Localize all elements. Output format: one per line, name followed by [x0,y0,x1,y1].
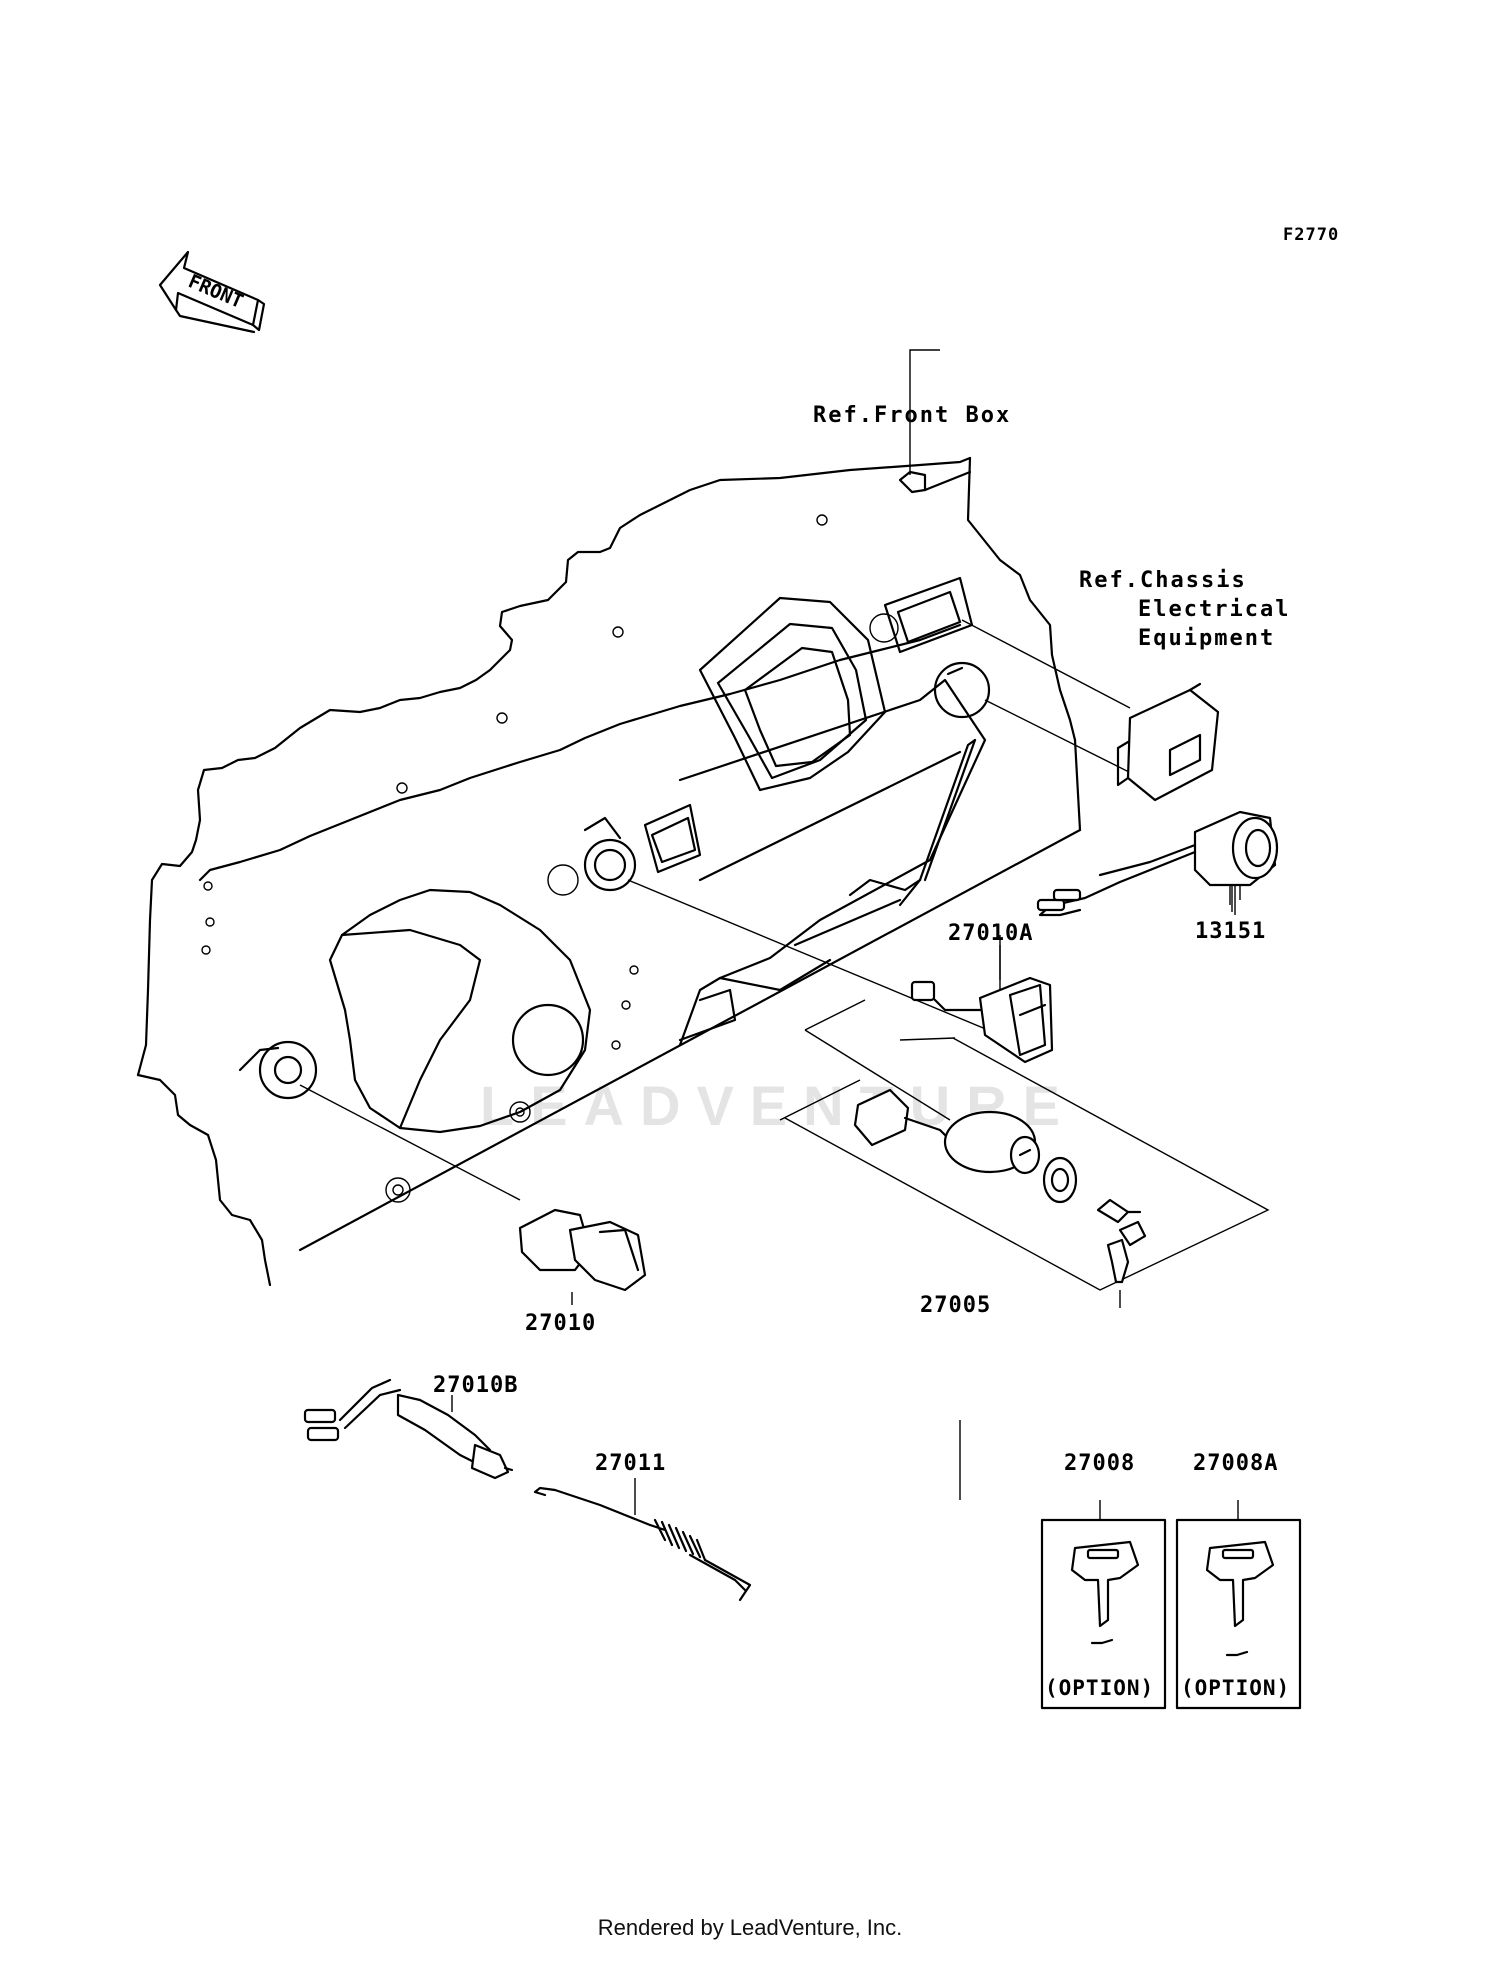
option-label-27008: (OPTION) [1045,1676,1154,1700]
knob-switch-27010 [518,1208,647,1305]
part-number-27011: 27011 [595,1451,666,1476]
part-number-27005: 27005 [920,1293,991,1318]
socket-part-13151 [1036,810,1279,917]
ref-chassis-label-line3: Equipment [1138,626,1275,651]
spring-part-27011 [533,1478,752,1602]
part-number-13151: 13151 [1195,919,1266,944]
switch-holes [238,576,991,1100]
ref-front-box-label: Ref.Front Box [813,403,1011,428]
figure-code: F2770 [1283,225,1339,245]
ignition-switch-27005 [853,1088,1147,1284]
leader-lines [299,349,1241,1500]
part-number-27008A: 27008A [1193,1451,1278,1476]
ref-chassis-label-line2: Electrical [1138,597,1290,622]
footer-credit: Rendered by LeadVenture, Inc. [597,1915,903,1940]
option-label-27008A: (OPTION) [1181,1676,1290,1700]
option-key-box-27008 [1040,1500,1167,1710]
option-key-box-27008A [1175,1500,1302,1710]
front-arrow-icon: FRONT [158,250,266,334]
part-number-27010B: 27010B [433,1373,518,1398]
lower-panel-detail [678,678,987,1047]
assembly-box-27005 [779,999,1270,1308]
dashboard-panel [136,456,1082,1287]
lever-switch-27010B [303,1378,514,1480]
part-number-27008: 27008 [1064,1451,1135,1476]
part-number-27010A: 27010A [948,921,1033,946]
mounting-holes [201,514,899,1203]
chassis-connector-part [1116,682,1220,802]
meter-housing [698,596,887,792]
ref-chassis-label-line1: Ref.Chassis [1079,568,1247,593]
part-number-27010: 27010 [525,1311,596,1336]
rocker-switch-27010A [910,945,1054,1064]
lower-cover [328,888,592,1134]
